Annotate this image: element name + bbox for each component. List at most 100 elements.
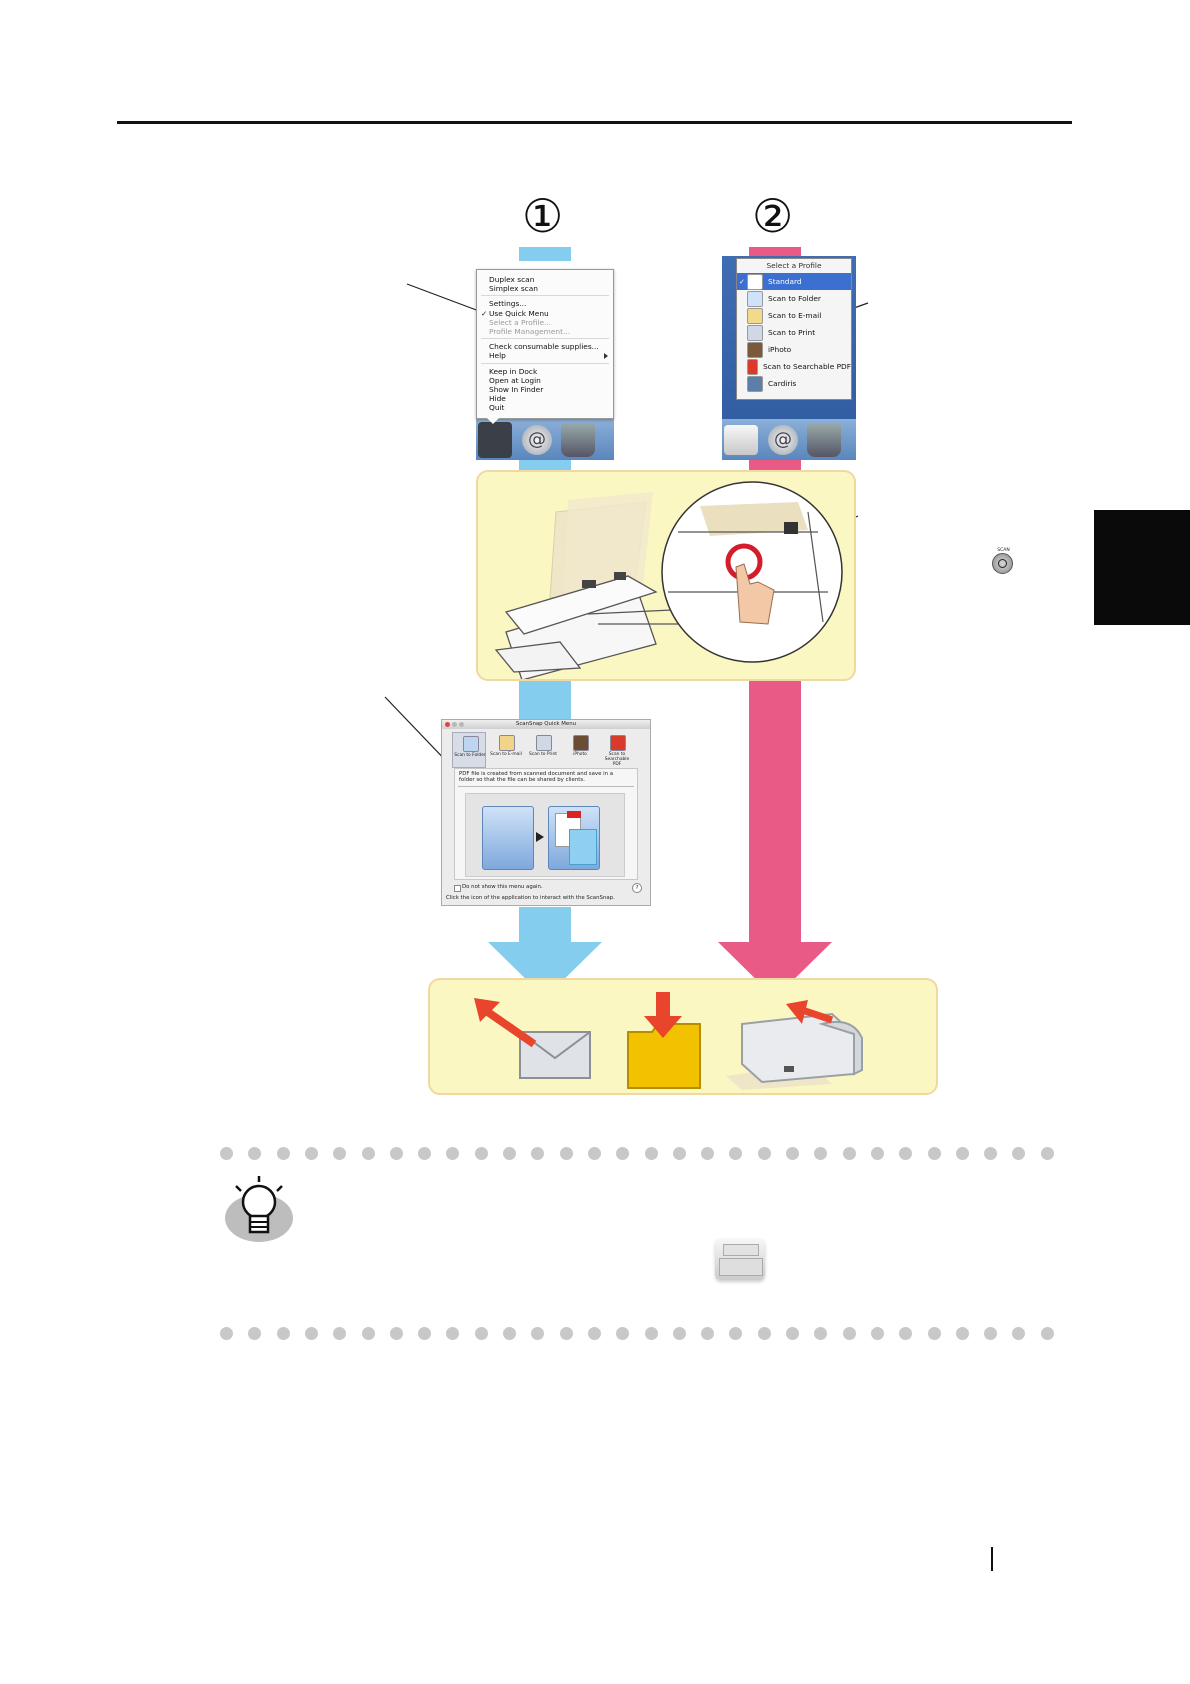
menu-item[interactable]: Simplex scan [489,284,538,294]
divider-dot [1040,1327,1054,1340]
mail-app-icon[interactable]: @ [522,425,552,455]
pdf-folder-preview-icon [548,806,600,870]
header-rule [117,121,1072,124]
divider-dot [474,1327,488,1340]
divider-dot [842,1147,856,1160]
profile-item-label: Scan to Searchable PDF [762,362,851,371]
menu-item[interactable]: Keep in Dock [489,366,538,376]
quick-menu-app[interactable]: Scan to E-mail [489,732,523,768]
profile-item[interactable]: Scan to Print [737,324,851,341]
menu-item[interactable]: Profile Management... [489,327,571,336]
quick-menu-app[interactable]: Scan to Searchable PDF [600,732,634,768]
destination-box [428,978,938,1095]
quick-menu-description-panel: PDF file is created from scanned documen… [454,768,638,880]
profile-item[interactable]: Scan to Searchable PDF [737,358,851,375]
menu-item[interactable]: Check consumable supplies... [489,342,599,352]
divider-dot [927,1147,941,1160]
divider-dot [672,1327,686,1340]
divider-dot [1012,1147,1026,1160]
quick-menu-app[interactable]: Scan to Folder [452,732,486,768]
menu-item[interactable]: Duplex scan [489,275,535,284]
dock-bar: @ [476,419,614,460]
zoom-icon[interactable] [459,722,464,727]
quick-menu-title: ScanSnap Quick Menu [515,721,577,727]
divider-dot [955,1147,969,1160]
quick-menu-titlebar: ScanSnap Quick Menu [442,720,650,729]
divider-dot [870,1327,884,1340]
pink-flow-band-mid [749,458,801,472]
menu-item[interactable]: Select a Profile... [489,317,552,327]
iphoto-icon [747,341,763,358]
trash-icon[interactable] [561,423,595,457]
quick-menu-app-icon [536,735,552,751]
help-button[interactable]: ? [632,883,642,893]
close-icon[interactable] [445,722,450,727]
profile-item[interactable]: Scan to E-mail [737,307,851,324]
profile-item[interactable]: Cardiris [737,375,851,392]
menu-separator [481,295,609,297]
do-not-show-checkbox[interactable] [454,885,461,892]
profile-menu-title: Select a Profile [766,261,822,270]
mail-app-icon[interactable]: @ [768,425,798,455]
quick-menu-app-label: Scan to Searchable PDF [604,752,630,767]
blue-flow-band-lower [519,681,571,721]
profile-item-label: Standard [768,277,802,286]
profile-item-label: iPhoto [768,345,792,354]
profile-item[interactable]: iPhoto [737,341,851,358]
menu-item[interactable]: Show In Finder [489,385,544,394]
divider-dot [842,1327,856,1340]
quick-menu-app-label: Scan to Print [529,752,557,757]
divider-dot [1040,1147,1054,1160]
blue-flow-band-top [519,247,571,261]
quick-menu-app-label: Scan to E-mail [490,752,522,757]
dock-bar-right: @ [722,419,856,460]
mail-icon [747,307,763,324]
divider-dot [276,1327,290,1340]
hint-divider-top [220,1147,1060,1160]
divider-dot [304,1327,318,1340]
trash-icon[interactable] [807,423,841,457]
quick-menu-app[interactable]: iPhoto [563,732,597,768]
divider-dot [389,1327,403,1340]
menu-item[interactable]: Use Quick Menu✓ [481,308,549,318]
profile-item[interactable]: ✓ Standard [737,273,851,290]
quick-menu-app[interactable]: Scan to Print [526,732,560,768]
profile-item-label: Scan to E-mail [768,311,822,320]
scan-button-label: SCAN [997,548,1010,553]
divider-dot [587,1147,601,1160]
scansnap-manager-icon[interactable] [478,422,512,458]
divider-dot [616,1147,630,1160]
divider-dot [814,1147,828,1160]
divider-dot [361,1327,375,1340]
printer-icon [747,324,763,341]
divider-dot [701,1147,715,1160]
divider-dot [927,1327,941,1340]
menu-separator [481,362,609,364]
divider-dot [559,1147,573,1160]
menu-item[interactable]: Open at Login [489,375,541,385]
menu-item[interactable]: Hide [489,394,506,404]
minimize-icon[interactable] [452,722,457,727]
quick-menu-footer: Click the icon of the application to int… [446,895,615,901]
divider-dot [474,1147,488,1160]
divider-dot [672,1147,686,1160]
profile-item-label: Scan to Print [768,328,816,337]
divider-dot [757,1147,771,1160]
divider-dot [616,1327,630,1340]
divider-dot [361,1147,375,1160]
arrow-right-icon [536,832,544,842]
divider-dot [644,1147,658,1160]
check-icon: ✓ [739,277,745,286]
scanner-illustration [494,481,843,679]
scansnap-manager-icon[interactable] [724,425,758,455]
menu-item[interactable]: Quit [489,403,505,413]
menu-separator [481,338,609,340]
profile-item[interactable]: Scan to Folder [737,290,851,307]
menu-item[interactable]: Settings... [489,299,527,309]
menu-item[interactable]: Help [489,351,506,361]
